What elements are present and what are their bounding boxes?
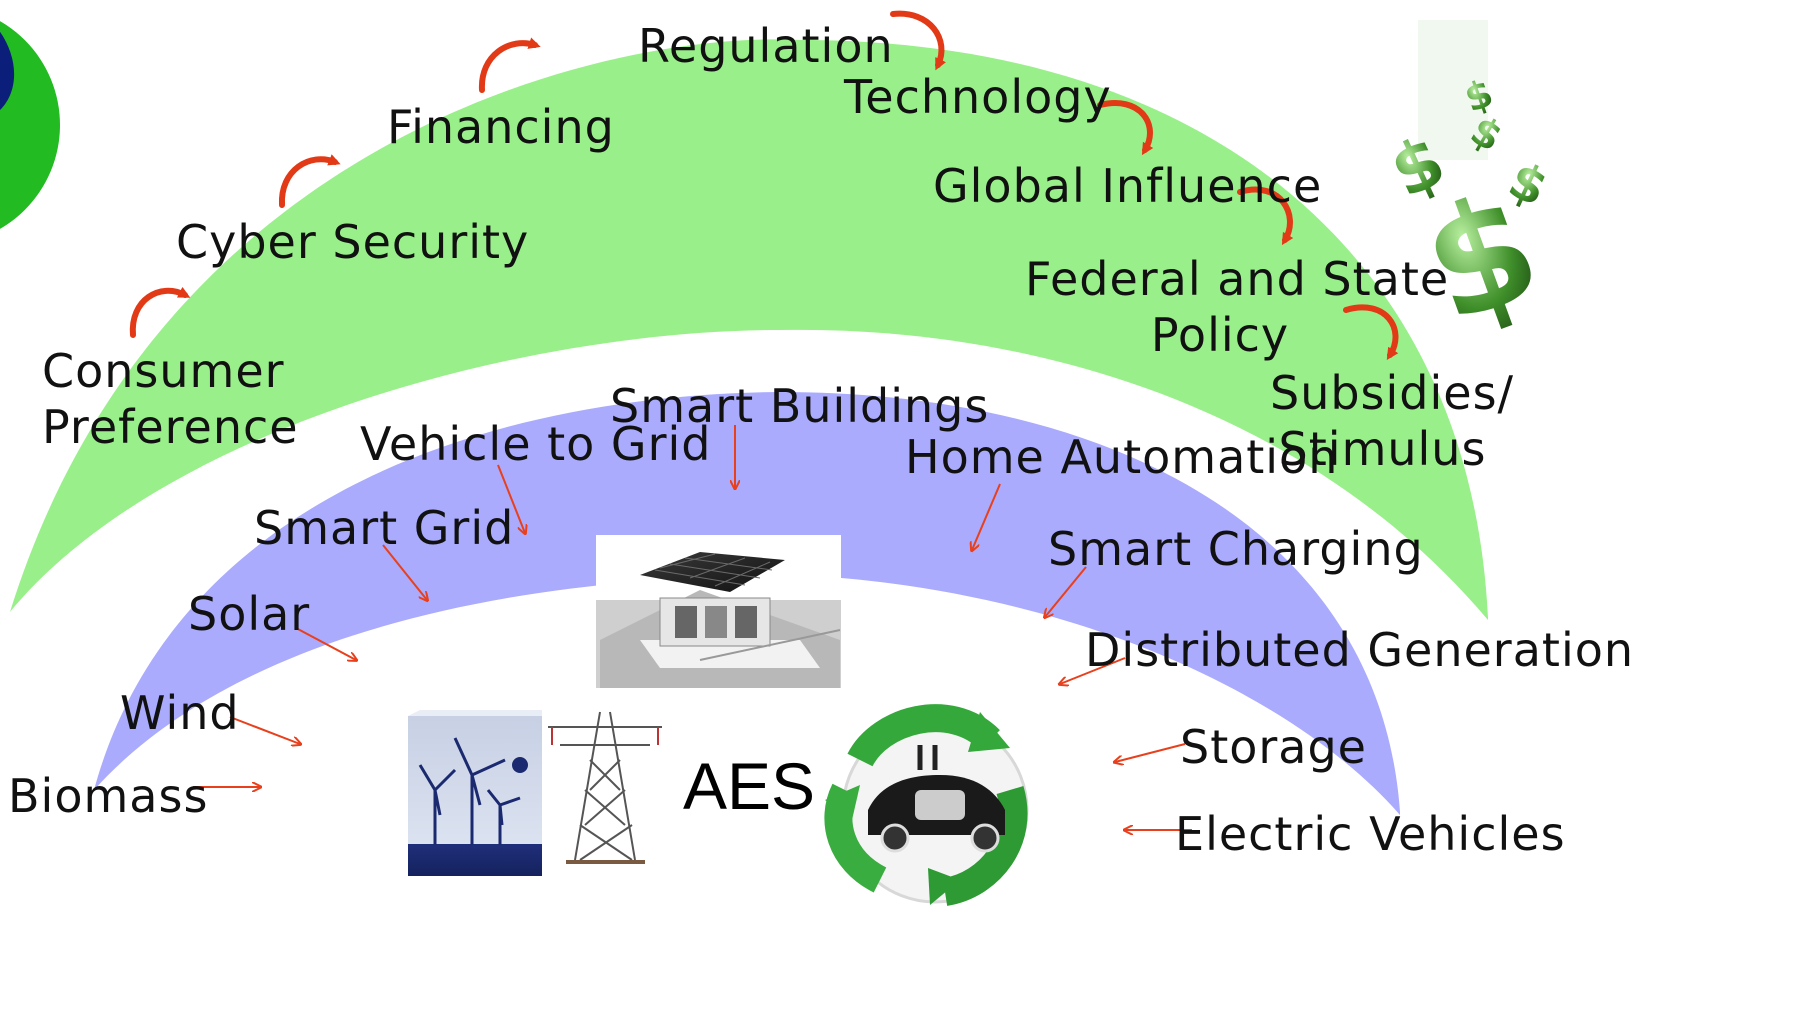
curved-arrows bbox=[129, 10, 1399, 361]
label-solar: Solar bbox=[188, 587, 311, 641]
label-technology: Technology bbox=[844, 70, 1112, 124]
label-wind: Wind bbox=[120, 686, 240, 740]
label-global-influence: Global Influence bbox=[933, 159, 1323, 213]
label-smart-charging: Smart Charging bbox=[1048, 522, 1424, 576]
label-home-automation: Home Automation bbox=[905, 430, 1339, 484]
label-smart-buildings: Smart Buildings bbox=[610, 379, 990, 433]
label-cyber-security: Cyber Security bbox=[176, 215, 530, 269]
label-subsidies-stimulus: Subsidies/ Stimulus bbox=[1270, 366, 1515, 476]
label-federal-state-policy: Federal and State Policy bbox=[1025, 252, 1450, 362]
label-vehicle-to-grid: Vehicle to Grid bbox=[360, 417, 712, 471]
label-biomass: Biomass bbox=[8, 769, 209, 823]
house-solar-roof-icon bbox=[596, 535, 841, 688]
wind-turbine-icon bbox=[408, 710, 542, 876]
corner-globe-icon bbox=[0, 21, 60, 229]
electric-car-recycle-icon bbox=[824, 704, 1029, 906]
label-aes: AES bbox=[683, 749, 816, 823]
label-financing: Financing bbox=[387, 100, 615, 154]
label-electric-vehicles: Electric Vehicles bbox=[1175, 807, 1566, 861]
inner-arc bbox=[94, 392, 1400, 815]
transmission-tower-icon bbox=[545, 705, 665, 875]
outer-arc bbox=[10, 39, 1488, 620]
label-distributed-generation: Distributed Generation bbox=[1085, 623, 1635, 677]
label-regulation: Regulation bbox=[638, 19, 894, 73]
label-consumer-preference: Consumer Preference bbox=[42, 344, 299, 454]
label-smart-grid: Smart Grid bbox=[254, 501, 515, 555]
label-storage: Storage bbox=[1180, 720, 1367, 774]
straight-arrows bbox=[193, 425, 1192, 830]
